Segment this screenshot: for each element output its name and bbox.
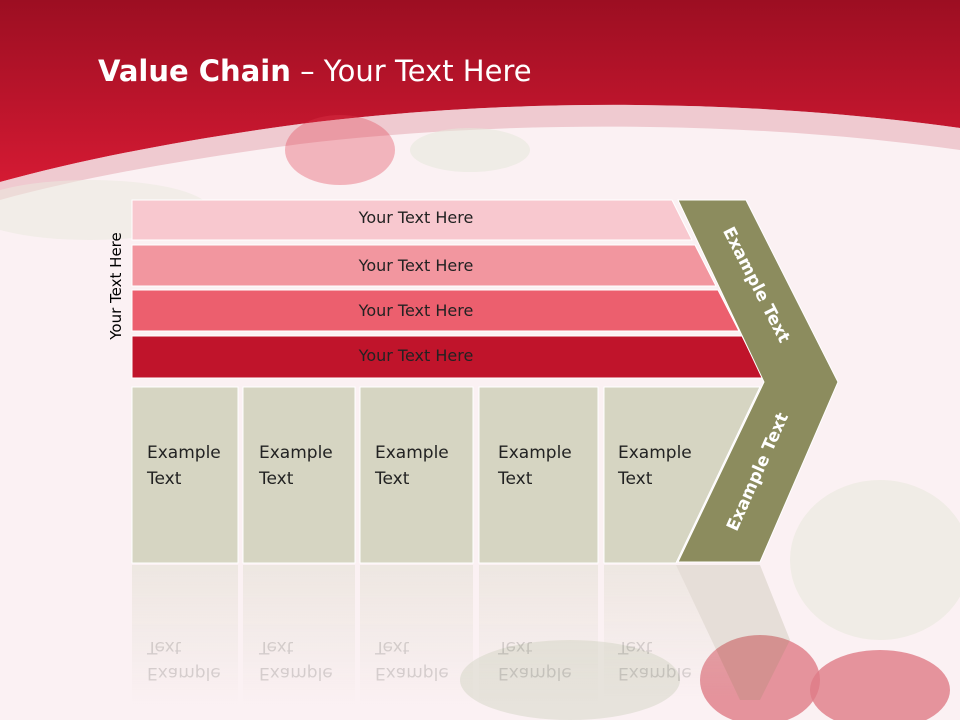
- reflection: [132, 565, 790, 705]
- box-shape-1: [131, 386, 239, 564]
- band-label-3: Your Text Here: [358, 301, 474, 320]
- band-shape-3: [131, 289, 740, 332]
- band-label-1: Your Text Here: [358, 208, 474, 227]
- band-shape-2: [131, 244, 717, 287]
- box-shape-2: [242, 386, 356, 564]
- chevron-shape: [677, 199, 839, 563]
- box-shape-3: [359, 386, 474, 564]
- band-label-2: Your Text Here: [358, 256, 474, 275]
- slide-title: Value Chain – Your Text Here: [98, 54, 532, 88]
- band-label-4: Your Text Here: [358, 346, 474, 365]
- box-shape-4: [478, 386, 599, 564]
- band-shape-1: [131, 199, 693, 241]
- box-shape-5: [603, 386, 761, 564]
- vertical-label: Your Text Here: [107, 232, 125, 340]
